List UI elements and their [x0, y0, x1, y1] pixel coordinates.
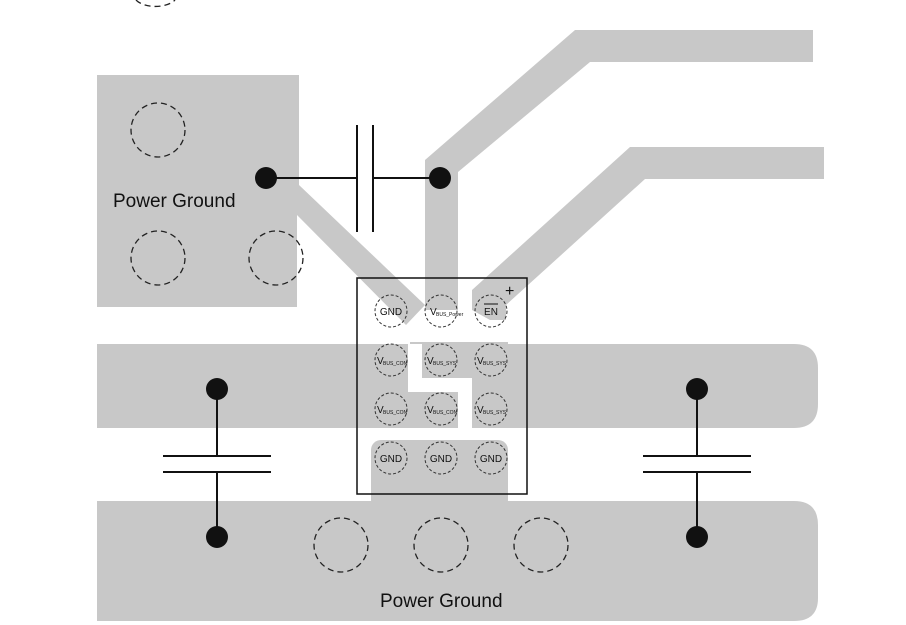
bottom-ground-pour: [97, 501, 818, 621]
gap-vertical-2: [458, 378, 472, 430]
top-left-ground-pour: [97, 75, 425, 325]
pin-a3: EN: [474, 294, 508, 328]
svg-text:V: V: [477, 405, 484, 416]
svg-text:V: V: [377, 356, 384, 367]
bottom-ground-label: Power Ground: [380, 591, 503, 612]
capacitor-right-node-top: [686, 378, 708, 400]
pin-d2: GND: [424, 441, 458, 475]
via-bottom-1: [313, 517, 369, 573]
pin-c2: V BUS_CON: [424, 392, 458, 426]
gap-horizontal: [408, 378, 464, 392]
svg-text:BUS_SYS: BUS_SYS: [433, 361, 457, 367]
svg-text:BUS_SYS: BUS_SYS: [483, 410, 507, 416]
package-pins: GND V BUS_Power EN V BUS_CON V BUS_SYS V…: [374, 294, 508, 475]
svg-text:BUS_SYS: BUS_SYS: [483, 361, 507, 367]
svg-text:V: V: [427, 356, 434, 367]
pin-d3: GND: [474, 441, 508, 475]
vias: [130, 0, 569, 573]
svg-text:BUS_CON: BUS_CON: [383, 410, 408, 416]
svg-text:GND: GND: [380, 307, 402, 318]
capacitor-right-node-bottom: [686, 526, 708, 548]
via-top-left-1: [130, 102, 186, 158]
via-bottom-3: [513, 517, 569, 573]
pin-b3: V BUS_SYS: [474, 343, 508, 377]
capacitor-top-node-left: [255, 167, 277, 189]
pin-c1: V BUS_CON: [374, 392, 408, 426]
pin-b2: V BUS_SYS: [424, 343, 458, 377]
pin-a2: V BUS_Power: [424, 294, 464, 328]
capacitor-top: [255, 125, 451, 232]
capacitor-left-node-bottom: [206, 526, 228, 548]
via-partial-top: [135, 0, 176, 8]
pin-b1: V BUS_CON: [374, 343, 408, 377]
via-top-left-2: [130, 230, 186, 286]
isolation-gaps: [357, 344, 528, 440]
gap-left: [357, 428, 371, 440]
top-left-ground-label: Power Ground: [113, 191, 236, 212]
svg-text:V: V: [477, 356, 484, 367]
via-top-left-3: [248, 230, 304, 286]
svg-text:BUS_CON: BUS_CON: [383, 361, 408, 367]
capacitor-right: [643, 378, 751, 548]
pin-d1: GND: [374, 441, 408, 475]
copper-layer: [97, 30, 824, 621]
svg-text:EN: EN: [484, 307, 498, 318]
svg-text:V: V: [427, 405, 434, 416]
pin1-marker: +: [505, 283, 514, 300]
capacitor-left-node-top: [206, 378, 228, 400]
svg-text:V: V: [377, 405, 384, 416]
package-outline: [356, 277, 528, 495]
pin-a1: GND: [374, 294, 408, 328]
en-trace: [472, 147, 824, 320]
vbus-power-trace: [425, 30, 813, 310]
svg-text:GND: GND: [380, 454, 402, 465]
svg-text:BUS_Power: BUS_Power: [436, 312, 464, 318]
svg-text:GND: GND: [430, 454, 452, 465]
svg-text:V: V: [430, 307, 437, 318]
gap-right: [508, 428, 528, 440]
svg-text:GND: GND: [480, 454, 502, 465]
via-bottom-2: [413, 517, 469, 573]
vbus-sys-pour: [410, 342, 508, 428]
pin-c3: V BUS_SYS: [474, 392, 508, 426]
capacitor-left: [163, 378, 271, 548]
capacitor-top-node-right: [429, 167, 451, 189]
gnd-row-pour: [371, 440, 508, 510]
svg-text:BUS_CON: BUS_CON: [433, 410, 458, 416]
